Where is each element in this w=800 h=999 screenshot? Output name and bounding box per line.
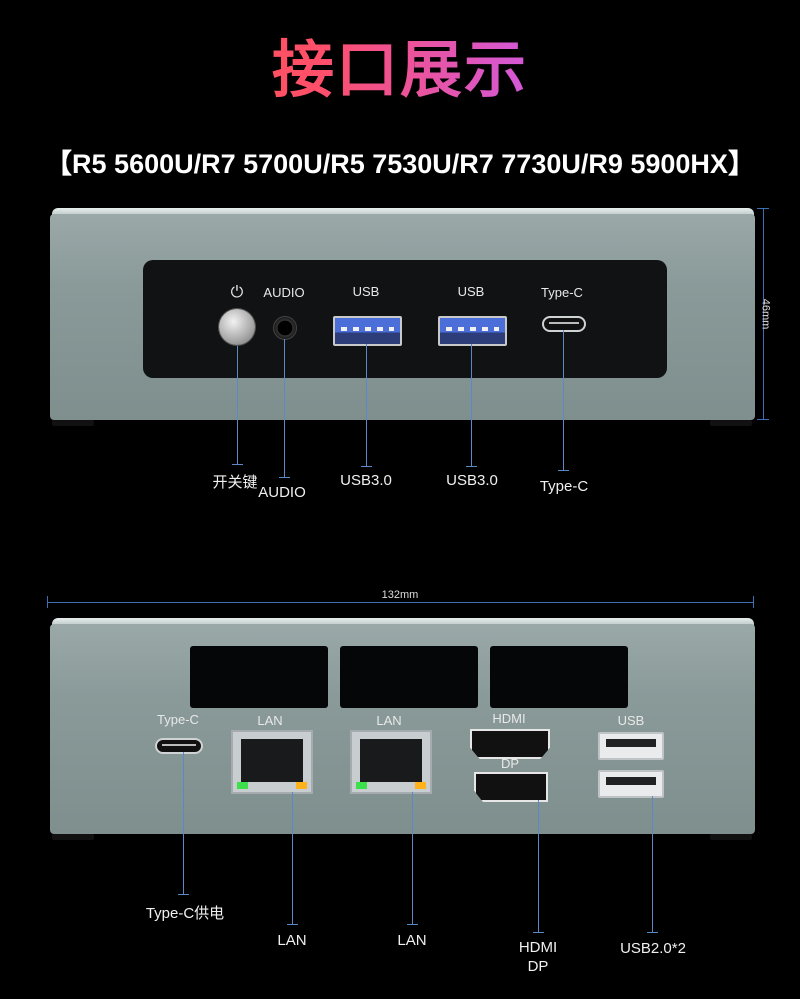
height-dimension-label: 46mm [759,298,772,330]
width-dimension-label: 132mm [381,589,419,601]
rear-vent-3 [490,646,628,708]
front-top-edge [52,208,754,216]
rear-lan-a-label: LAN [257,713,283,728]
audio-jack[interactable] [273,316,297,340]
leader-hdmi-dp [538,800,539,932]
rear-lan-b-label: LAN [376,713,402,728]
callout-rear-typec: Type-C供电 [145,905,225,922]
height-dimension-line [763,208,764,420]
front-typec-label: Type-C [541,285,583,300]
front-foot-left [52,420,94,426]
model-list: 【R5 5600U/R7 5700U/R5 7530U/R7 7730U/R9 … [45,149,755,179]
page-title: 接口展示 [0,30,800,110]
leader-usb-b [471,344,472,466]
rear-vent-1 [190,646,328,708]
dp-port[interactable] [474,772,548,802]
usb3-port-a[interactable] [333,316,402,346]
callout-usb-b: USB3.0 [446,472,498,489]
height-dim-cap-bottom [757,419,769,420]
callout-lan-a: LAN [277,932,307,949]
callout-power: 开关键 [212,474,258,491]
callout-lan-b: LAN [397,932,427,949]
usb3-port-b[interactable] [438,316,507,346]
rear-typec-port[interactable] [155,738,203,754]
front-audio-label: AUDIO [263,285,305,300]
leader-typec [563,330,564,470]
usb2-port-top[interactable] [598,732,664,760]
leader-audio [284,339,285,477]
rear-typec-label: Type-C [157,712,199,727]
front-usb-b-label: USB [457,284,485,299]
leader-usb-a [366,344,367,466]
width-dimension-line [47,602,754,603]
callout-typec: Type-C [539,478,589,495]
callout-usb2: USB2.0*2 [620,940,686,957]
callout-audio: AUDIO [258,484,306,501]
lan-port-a[interactable] [231,730,313,794]
front-foot-right [710,420,752,426]
callout-hdmi: HDMI [518,939,558,956]
leader-power [237,346,238,464]
lan-port-b[interactable] [350,730,432,794]
leader-rear-typec [183,752,184,894]
rear-hdmi-label: HDMI [492,711,526,726]
front-typec-port[interactable] [542,316,586,332]
leader-lan-a [292,792,293,924]
callout-usb-a: USB3.0 [340,472,392,489]
power-button[interactable] [219,309,255,345]
rear-vent-2 [340,646,478,708]
front-usb-a-label: USB [352,284,380,299]
rear-usb-label: USB [617,713,645,728]
hdmi-port[interactable] [470,729,550,759]
callout-dp: DP [527,958,549,975]
power-icon: ⏻ [230,284,244,301]
usb2-port-bottom[interactable] [598,770,664,798]
rear-top-edge [52,618,754,626]
rear-dp-label: DP [500,756,520,771]
leader-lan-b [412,792,413,924]
height-dim-cap-top [757,208,769,209]
leader-usb2 [652,796,653,932]
